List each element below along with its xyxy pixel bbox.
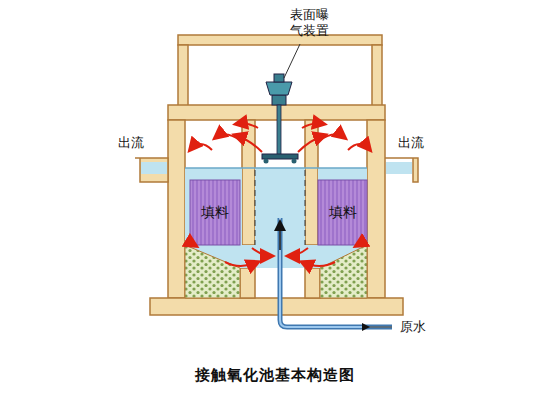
inlet-label: 原水 — [400, 319, 426, 335]
callout-label: 表面曝气装置 — [290, 7, 332, 38]
fill-media-block: 填料 — [318, 180, 367, 245]
outlet-label: 出流 — [398, 135, 424, 151]
fill-media-block: 填料 — [190, 180, 240, 245]
media-label: 填料 — [329, 204, 357, 222]
outlet-label: 出流 — [118, 135, 144, 151]
figure-caption: 接触氧化池基本构造图 — [195, 366, 355, 384]
media-label: 填料 — [201, 204, 229, 222]
